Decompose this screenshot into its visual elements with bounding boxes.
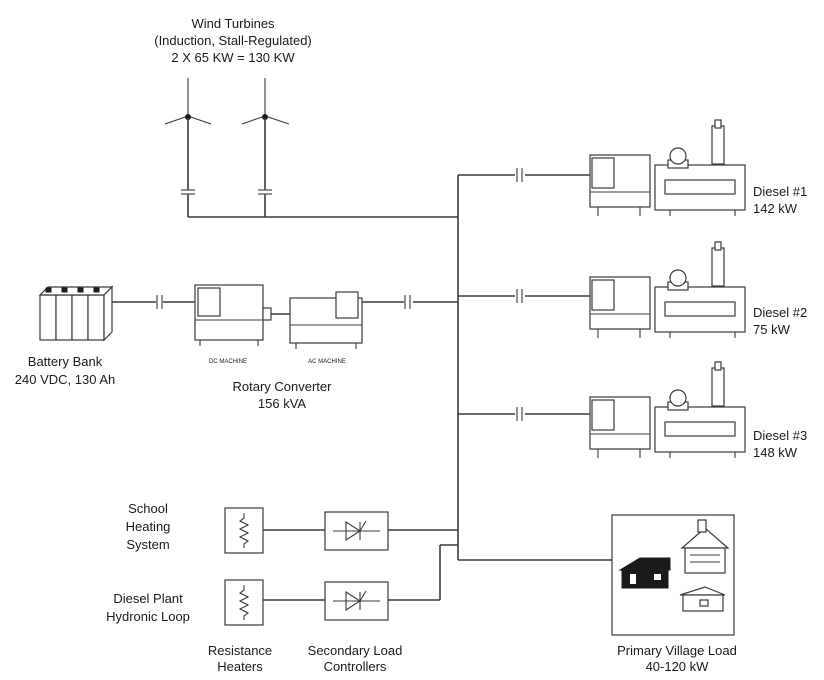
controllers-label-line-1: Secondary Load (308, 643, 403, 658)
load-controller-2-icon (324, 581, 389, 621)
controllers-label-line-2: Controllers (324, 659, 387, 674)
wind-turbine-1-icon (164, 78, 212, 217)
ac-machine-label: AC MACHINE (308, 359, 346, 365)
resistance-heater-2-icon (224, 579, 325, 626)
school-label-line-3: System (126, 537, 169, 552)
school-label-line-1: School (128, 501, 168, 516)
battery-rating: 240 VDC, 130 Ah (15, 372, 115, 387)
heaters-label-line-1: Resistance (208, 643, 272, 658)
converter-rating: 156 kVA (258, 396, 307, 411)
battery-bank-icon (38, 285, 195, 342)
plant-label-line-2: Hydronic Loop (106, 609, 190, 624)
diesel-1-name: Diesel #1 (753, 184, 807, 199)
wind-capacity: 2 X 65 KW = 130 KW (171, 50, 295, 65)
village-label-line-2: 40-120 kW (646, 659, 710, 674)
diesel-3-name: Diesel #3 (753, 428, 807, 443)
wind-subtitle: (Induction, Stall-Regulated) (154, 33, 312, 48)
village-load-icon (611, 514, 735, 636)
wind-turbine-2-icon (241, 78, 290, 217)
school-label-line-2: Heating (126, 519, 171, 534)
resistance-heater-1-icon (224, 507, 325, 554)
wind-title: Wind Turbines (191, 16, 275, 31)
diesel-1-icon (589, 119, 746, 216)
diesel-3-icon (589, 361, 746, 458)
village-label-line-1: Primary Village Load (617, 643, 737, 658)
plant-label-line-1: Diesel Plant (113, 591, 183, 606)
diesel-2-icon (589, 241, 746, 338)
diesel-1-rating: 142 kW (753, 201, 798, 216)
ac-bus (188, 168, 612, 601)
rotary-converter-icon (194, 284, 363, 349)
diesel-2-rating: 75 kW (753, 322, 791, 337)
converter-name: Rotary Converter (233, 379, 333, 394)
dc-machine-label: DC MACHINE (209, 359, 247, 365)
battery-name: Battery Bank (28, 354, 103, 369)
diesel-2-name: Diesel #2 (753, 305, 807, 320)
diesel-3-rating: 148 kW (753, 445, 798, 460)
heaters-label-line-2: Heaters (217, 659, 263, 674)
load-controller-1-icon (324, 511, 389, 551)
